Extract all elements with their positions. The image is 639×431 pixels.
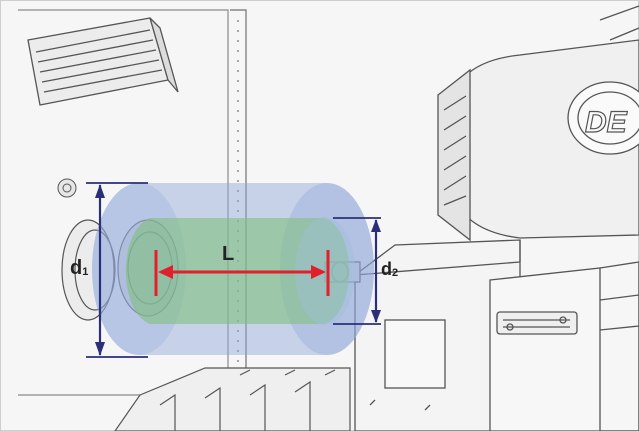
d1-label-subscript: 1	[82, 266, 89, 278]
length-label: L	[222, 243, 235, 265]
d1-label-main: d	[70, 257, 83, 279]
chip-tray	[114, 367, 351, 431]
tailstock	[354, 239, 639, 431]
d2-dimension-arrow	[333, 217, 381, 325]
d1-label: d1	[70, 258, 88, 278]
logo-text: DE	[585, 106, 628, 139]
d1-dimension-arrow	[86, 182, 148, 358]
motor-housing: DE	[437, 5, 639, 242]
d2-label-main: d	[381, 259, 392, 279]
vent-grille	[27, 17, 179, 106]
control-knob	[57, 178, 77, 198]
d2-label-subscript: 2	[392, 267, 399, 279]
length-dimension-arrow	[154, 250, 330, 296]
d2-label: d2	[381, 259, 399, 279]
